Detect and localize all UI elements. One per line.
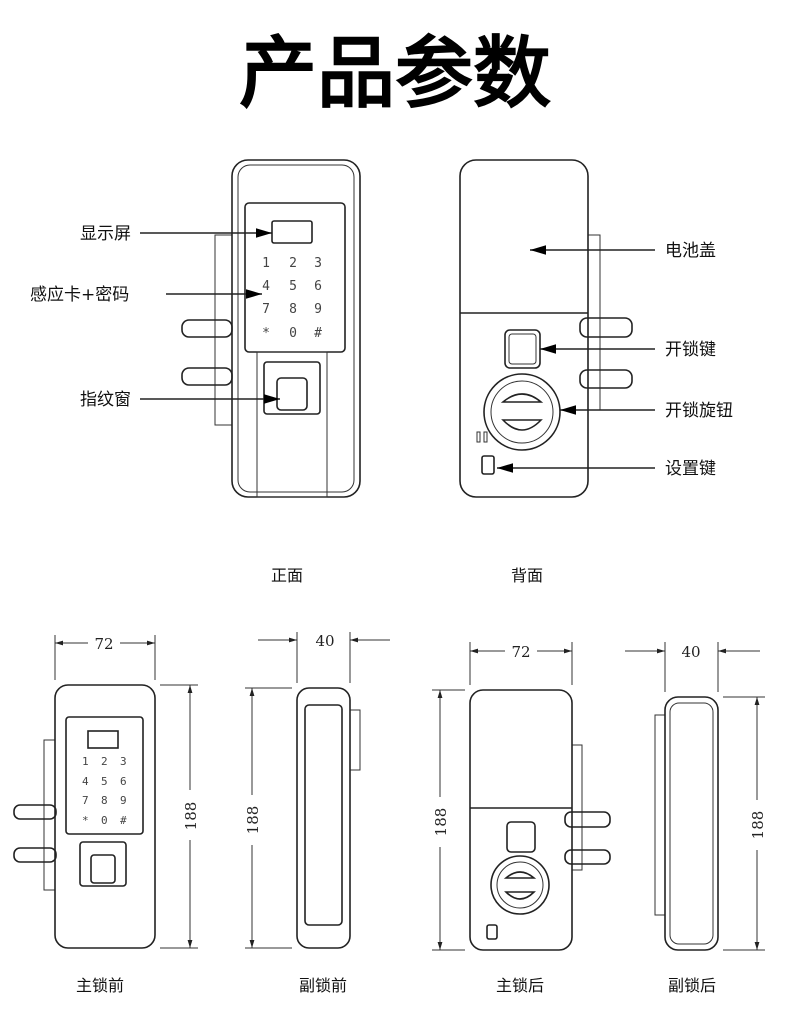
caption-main-front: 主锁前 [76, 976, 124, 995]
svg-text:40: 40 [681, 643, 700, 661]
svg-text:5: 5 [289, 279, 297, 294]
svg-text:40: 40 [315, 632, 334, 650]
svg-text:0: 0 [289, 326, 297, 341]
label-unlock-button: 开锁键 [665, 340, 716, 360]
svg-text:5: 5 [101, 775, 108, 788]
svg-text:188: 188 [244, 806, 262, 835]
svg-text:9: 9 [120, 794, 127, 807]
svg-text:8: 8 [101, 794, 108, 807]
unlock-button [504, 329, 541, 369]
svg-text:1: 1 [82, 755, 89, 768]
label-settings-button: 设置键 [665, 459, 716, 479]
label-unlock-knob: 开锁旋钮 [665, 401, 733, 421]
front-view: 1 2 3 4 5 6 7 8 9 * 0 # 显示屏 感应卡+密码 指纹窗 正… [30, 159, 361, 585]
svg-text:4: 4 [82, 775, 89, 788]
label-fingerprint: 指纹窗 [80, 390, 131, 410]
display-screen [271, 220, 313, 244]
svg-text:72: 72 [511, 643, 530, 661]
dim-view-main-back: 72 188 主锁后 [432, 642, 611, 995]
svg-text:*: * [262, 326, 270, 341]
svg-text:72: 72 [94, 635, 113, 653]
svg-text:1: 1 [262, 256, 270, 271]
svg-text:3: 3 [120, 755, 127, 768]
svg-text:7: 7 [262, 302, 270, 317]
caption-main-back: 主锁后 [496, 976, 544, 995]
caption-sub-back: 副锁后 [668, 976, 716, 995]
svg-text:6: 6 [120, 775, 127, 788]
svg-text:#: # [314, 326, 322, 341]
svg-text:4: 4 [262, 279, 270, 294]
svg-text:2: 2 [101, 755, 108, 768]
caption-front: 正面 [271, 566, 303, 585]
label-card-password: 感应卡+密码 [30, 285, 129, 305]
svg-text:3: 3 [314, 256, 322, 271]
dim-view-sub-front: 40 188 副锁前 [244, 632, 390, 995]
svg-text:6: 6 [314, 279, 322, 294]
svg-text:7: 7 [82, 794, 89, 807]
svg-text:#: # [120, 814, 127, 827]
settings-button [481, 455, 495, 475]
label-display: 显示屏 [80, 224, 131, 244]
svg-text:188: 188 [749, 811, 767, 840]
page-title: 产品参数 [239, 29, 551, 119]
back-view: 电池盖 开锁键 开锁旋钮 设置键 背面 [459, 159, 733, 585]
keypad-keys: 1 2 3 4 5 6 7 8 9 * 0 # [262, 256, 322, 341]
label-battery-cover: 电池盖 [665, 241, 716, 261]
svg-text:*: * [82, 814, 89, 827]
fingerprint-window [263, 361, 321, 415]
svg-text:188: 188 [432, 808, 450, 837]
svg-text:0: 0 [101, 814, 108, 827]
caption-sub-front: 副锁前 [299, 976, 347, 995]
dim-view-sub-back: 40 188 副锁后 [625, 642, 767, 995]
svg-text:2: 2 [289, 256, 297, 271]
svg-text:8: 8 [289, 302, 297, 317]
svg-text:9: 9 [314, 302, 322, 317]
caption-back: 背面 [511, 566, 543, 585]
svg-text:188: 188 [182, 802, 200, 831]
unlock-knob [483, 373, 561, 451]
